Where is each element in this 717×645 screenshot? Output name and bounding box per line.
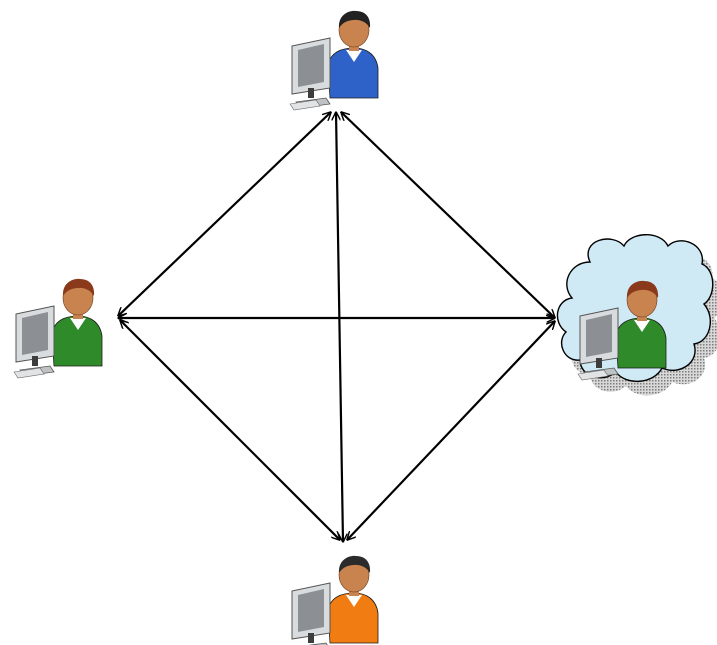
connection-lines — [118, 112, 555, 542]
user-computer-icon — [291, 555, 379, 645]
connection-left-bottom — [120, 320, 340, 540]
user-computer-icon — [577, 280, 667, 381]
user-computer-icon — [13, 278, 103, 379]
user-nodes — [13, 10, 667, 645]
connection-top-bottom — [336, 112, 343, 542]
user-computer-icon — [289, 10, 379, 111]
connection-top-left — [118, 112, 331, 316]
connection-top-right — [341, 112, 555, 318]
connection-right-bottom — [347, 321, 555, 540]
